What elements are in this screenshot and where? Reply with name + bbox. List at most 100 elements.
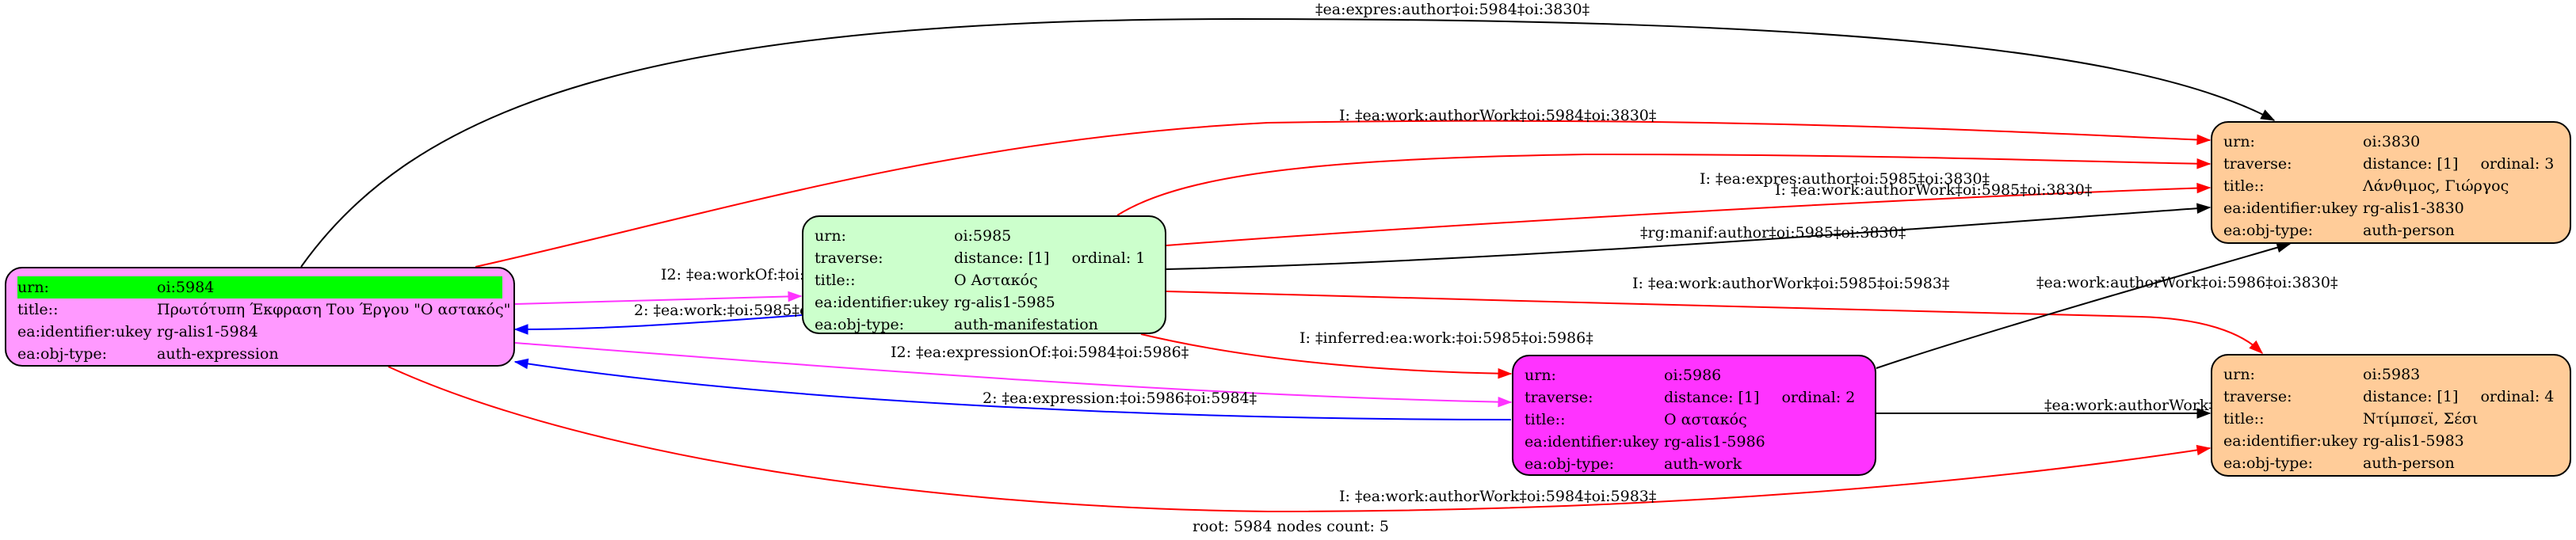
edge-line: [475, 120, 2211, 268]
field-key: title::: [17, 301, 59, 318]
field-value: rg-alis1-3830: [2363, 200, 2464, 217]
edge-label: I: ‡ea:work:authorWork‡oi:5984‡oi:3830‡: [1339, 107, 1656, 124]
node-row: ea:obj-type: auth-manifestation: [815, 314, 1154, 336]
arrowhead-icon: [2196, 134, 2212, 146]
arrowhead-icon: [788, 291, 803, 302]
field-value: oi:5985: [954, 227, 1012, 245]
edge-e2: I: ‡ea:work:authorWork‡oi:5984‡oi:3830‡: [475, 107, 2212, 268]
edge-line: [387, 366, 2211, 513]
edge-label: I2: ‡ea:expressionOf:‡oi:5984‡oi:5986‡: [891, 344, 1189, 361]
node-row: title::Ο αστακός: [1525, 409, 1864, 431]
field-value: Λάνθιμος, Γιώργος: [2363, 177, 2509, 195]
field-key: traverse:: [815, 249, 883, 267]
node-row: ea:obj-type: auth-person: [2223, 452, 2559, 474]
node-row: traverse:distance: [1]ordinal: 2: [1525, 386, 1864, 409]
arrowhead-icon: [513, 358, 529, 370]
arrowhead-icon: [2196, 408, 2212, 419]
edge-e12: 2: ‡ea:expression:‡oi:5986‡oi:5984‡: [513, 358, 1512, 420]
node-row: ea:obj-type: auth-person: [2223, 219, 2559, 241]
node-row: title::Ντίμπσεϊ, Σέσι: [2223, 408, 2559, 430]
field-ordinal: ordinal: 3: [2480, 155, 2555, 173]
edge-line: [1166, 187, 2211, 246]
edge-line: [1166, 291, 2263, 354]
edge-label: ‡ea:work:authorWork‡oi:5986‡oi:3830‡: [2036, 274, 2337, 291]
field-key: ea:obj-type:: [815, 316, 905, 333]
node-row: urn:oi:3830: [2223, 131, 2559, 153]
node-row: ea:identifier:ukey rg-alis1-3830: [2223, 197, 2559, 219]
edge-label: 2: ‡ea:expression:‡oi:5986‡oi:5984‡: [983, 390, 1257, 407]
field-ordinal: ordinal: 2: [1781, 389, 1856, 406]
edge-label: ‡rg:manif:author‡oi:5985‡oi:3830‡: [1640, 224, 1906, 241]
field-value: Ο Αστακός: [954, 272, 1038, 289]
node-row: urn:oi:5983: [2223, 363, 2559, 386]
field-key: ea:obj-type:: [2223, 454, 2314, 472]
edge-e6: I: ‡ea:work:authorWork‡oi:5985‡oi:5983‡: [1166, 275, 2264, 354]
edge-label: I: ‡ea:work:authorWork‡oi:5984‡oi:5983‡: [1339, 488, 1656, 505]
node-row: title::Πρωτότυπη Έκφραση Του Έργου "Ο ασ…: [17, 299, 510, 321]
edge-label: I: ‡inferred:ea:work:‡oi:5985‡oi:5986‡: [1299, 329, 1593, 347]
field-value: Ο αστακός: [1664, 411, 1747, 428]
field-value: auth-manifestation: [954, 316, 1098, 333]
field-key: title::: [2223, 410, 2265, 428]
field-value: Ντίμπσεϊ, Σέσι: [2363, 410, 2479, 428]
field-key: ea:obj-type:: [2223, 222, 2314, 239]
edge-line: [1140, 333, 1512, 375]
field-key: ea:identifier:ukey: [2223, 432, 2358, 450]
node-row: urn: oi:5985: [815, 225, 1154, 247]
field-value: rg-alis1-5984: [157, 323, 258, 340]
field-value: distance: [1]: [954, 249, 1050, 267]
edge-e3: I: ‡ea:expres:author‡oi:5985‡oi:3830‡: [1116, 153, 2212, 216]
edge-label: I: ‡ea:work:authorWork‡oi:5985‡oi:3830‡: [1775, 181, 2092, 199]
node-5985[interactable]: urn: oi:5985 traverse: distance: [1] ordinal…: [802, 215, 1166, 334]
field-value: auth-work: [1664, 455, 1742, 473]
node-row: title::Ο Αστακός: [815, 269, 1154, 291]
field-value: rg-alis1-5983: [2363, 432, 2464, 450]
field-key: title::: [815, 272, 856, 289]
field-value: distance: [1]: [2363, 388, 2459, 405]
edge-line: [514, 314, 803, 330]
field-key: ea:identifier:ukey: [1525, 433, 1659, 451]
field-value: auth-expression: [157, 345, 279, 363]
field-key: urn:: [17, 276, 157, 299]
field-value: oi:5984: [157, 276, 502, 299]
arrowhead-icon: [513, 324, 529, 335]
arrowhead-icon: [2249, 340, 2264, 354]
node-row: traverse: distance: [1] ordinal: 1: [815, 247, 1154, 269]
edge-line: [514, 295, 802, 305]
field-value: auth-person: [2363, 222, 2455, 239]
field-key: urn:: [815, 227, 846, 245]
field-key: title::: [2223, 177, 2265, 195]
field-key: title::: [1525, 411, 1566, 428]
node-row: ea:obj-type:auth-work: [1525, 453, 1864, 475]
node-row: urn: oi:5986: [1525, 364, 1864, 386]
edge-line: [514, 342, 1512, 403]
field-ordinal: ordinal: 1: [1071, 249, 1146, 267]
field-key: ea:identifier:ukey: [17, 323, 152, 340]
field-value: distance: [1]: [1664, 389, 1760, 406]
arrowhead-icon: [1498, 396, 1513, 408]
field-key: ea:obj-type:: [17, 345, 108, 363]
field-key: urn:: [1525, 367, 1556, 384]
field-key: ea:identifier:ukey: [2223, 200, 2358, 217]
edge-line: [300, 17, 2275, 268]
field-value: rg-alis1-5985: [954, 294, 1055, 311]
field-value: oi:3830: [2363, 133, 2421, 150]
arrowhead-icon: [2196, 182, 2212, 194]
arrowhead-icon: [1498, 367, 1513, 379]
field-value: oi:5986: [1664, 367, 1722, 384]
field-key: traverse:: [2223, 155, 2292, 173]
edge-e7: ‡ea:work:authorWork‡oi:5986‡oi:3830‡: [1876, 242, 2337, 369]
node-row: ea:identifier:ukey rg-alis1-5983: [2223, 430, 2559, 452]
arrowhead-icon: [2276, 242, 2292, 253]
edge-label: I: ‡ea:expres:author‡oi:5985‡oi:3830‡: [1700, 170, 1990, 188]
field-value: Πρωτότυπη Έκφραση Του Έργου "Ο αστακός": [157, 301, 511, 318]
field-value: auth-person: [2363, 454, 2455, 472]
edge-e5: ‡rg:manif:author‡oi:5985‡oi:3830‡: [1166, 203, 2212, 270]
